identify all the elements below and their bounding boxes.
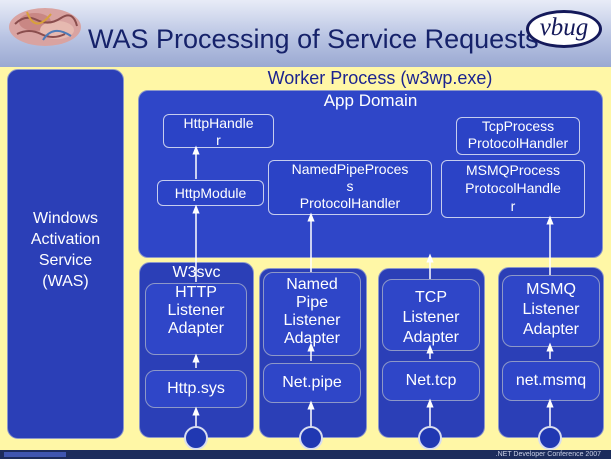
was-label: Windows Activation Service (WAS) (30, 210, 101, 290)
http-handler-box: HttpHandle r (163, 114, 274, 148)
pipe-endpoint-icon (299, 426, 323, 450)
http-module-box: HttpModule (157, 180, 264, 206)
msmq-handler-box: MSMQProcess ProtocolHandle r (441, 160, 585, 218)
named-pipe-listener-adapter: Named Pipe Listener Adapter (263, 272, 361, 356)
tcp-endpoint-icon (418, 426, 442, 450)
footer-logo (4, 452, 66, 457)
worker-process-label: Worker Process (w3wp.exe) (267, 68, 493, 88)
slide-footer: .NET Developer Conference 2007 (0, 450, 611, 459)
tcp-listener-adapter: TCP Listener Adapter (382, 279, 480, 351)
slide-title: WAS Processing of Service Requests (88, 24, 539, 54)
tcp-handler-box: TcpProcess ProtocolHandler (456, 117, 580, 155)
vbug-logo: vbug (526, 10, 602, 48)
http-endpoint-icon (184, 426, 208, 450)
app-domain-label: App Domain (323, 91, 418, 110)
footer-text: .NET Developer Conference 2007 (495, 451, 601, 458)
msmq-endpoint-icon (538, 426, 562, 450)
was-box: Windows Activation Service (WAS) (7, 69, 124, 439)
w3svc-label: W3svc (172, 264, 221, 281)
http-listener-adapter: HTTP Listener Adapter (145, 283, 247, 355)
named-pipe-handler-box: NamedPipeProces s ProtocolHandler (268, 160, 432, 215)
net-tcp-box: Net.tcp (382, 361, 480, 401)
msmq-listener-adapter: MSMQ Listener Adapter (502, 275, 600, 347)
net-msmq-box: net.msmq (502, 361, 600, 401)
net-pipe-box: Net.pipe (263, 363, 361, 403)
slide-header: WAS Processing of Service Requests vbug (0, 0, 611, 67)
brain-logo-icon (9, 8, 81, 46)
http-sys-box: Http.sys (145, 370, 247, 408)
